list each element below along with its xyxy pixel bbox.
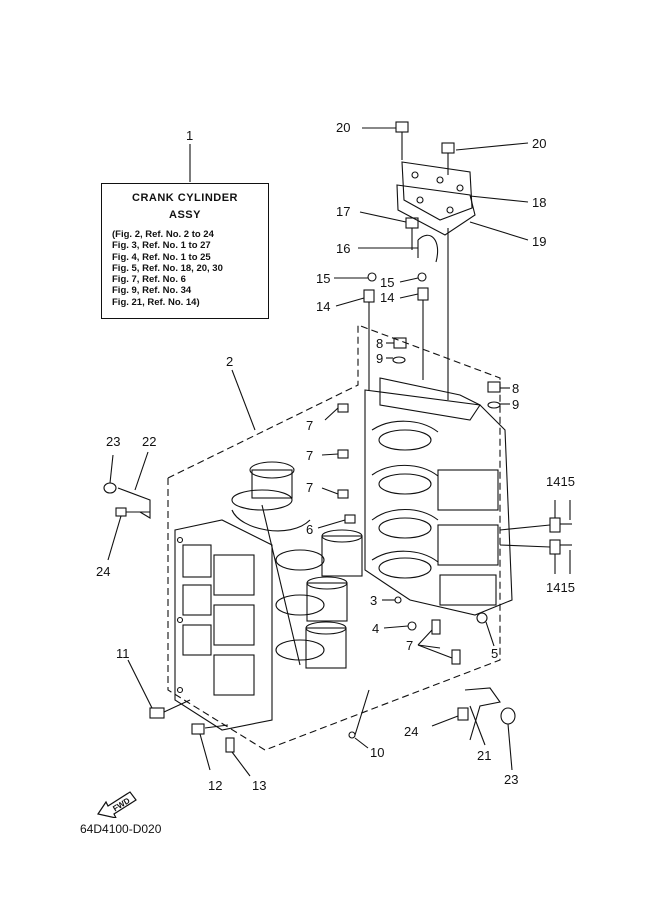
bolt-20-a xyxy=(395,121,409,160)
callout-7a: 7 xyxy=(306,418,313,433)
legend-ref: (Fig. 2, Ref. No. 2 to 24 xyxy=(112,229,214,240)
callout-7b: 7 xyxy=(306,448,313,463)
callout-5: 5 xyxy=(491,646,498,661)
legend-title-line2: ASSY xyxy=(169,209,201,221)
pistons xyxy=(305,529,363,669)
callout-7c: 7 xyxy=(306,480,313,495)
callout-4: 4 xyxy=(372,621,379,636)
callout-6: 6 xyxy=(306,522,313,537)
cylinder-block xyxy=(364,377,513,616)
callout-10: 10 xyxy=(370,745,384,760)
crankshaft xyxy=(231,461,325,666)
callout-24b: 24 xyxy=(404,724,418,739)
callout-12: 12 xyxy=(208,778,222,793)
callout-8b: 8 xyxy=(512,381,519,396)
callout-2: 2 xyxy=(226,354,233,369)
callout-23b: 23 xyxy=(504,772,518,787)
drawing-code: 64D4100-D020 xyxy=(80,822,162,836)
callout-3: 3 xyxy=(370,593,377,608)
callout-17: 17 xyxy=(336,204,350,219)
callout-13: 13 xyxy=(252,778,266,793)
callout-14a: 14 xyxy=(316,299,330,314)
callout-11: 11 xyxy=(116,646,130,661)
legend-ref: Fig. 7, Ref. No. 6 xyxy=(112,274,186,286)
callout-1415b: 1415 xyxy=(546,580,575,595)
callout-1: 1 xyxy=(186,128,193,143)
callout-20a: 20 xyxy=(336,120,350,135)
legend-ref: Fig. 3, Ref. No. 1 to 27 xyxy=(112,240,211,252)
callout-21: 21 xyxy=(477,748,491,763)
callout-22: 22 xyxy=(142,434,156,449)
legend-ref-list: (Fig. 2, Ref. No. 2 to 24 Fig. 3, Ref. N… xyxy=(112,229,268,308)
legend-ref: Fig. 21, Ref. No. 14) xyxy=(112,296,200,308)
legend-ref: Fig. 9, Ref. No. 34 xyxy=(112,285,192,297)
callout-14b: 14 xyxy=(380,290,394,305)
legend-ref: Fig. 5, Ref. No. 18, 20, 30 xyxy=(112,262,223,274)
assembly-outline xyxy=(167,324,501,751)
fwd-arrow-icon: FWD xyxy=(97,791,137,818)
callout-1415a: 1415 xyxy=(546,474,575,489)
callout-7d: 7 xyxy=(406,638,413,653)
callout-23a: 23 xyxy=(106,434,120,449)
bolt-20-b xyxy=(441,142,455,175)
callout-15a: 15 xyxy=(316,271,330,286)
callout-9b: 9 xyxy=(512,397,519,412)
legend-ref: Fig. 4, Ref. No. 1 to 25 xyxy=(112,251,211,263)
assembly-legend-box: CRANK CYLINDER ASSY (Fig. 2, Ref. No. 2 … xyxy=(101,183,269,319)
callout-8a: 8 xyxy=(376,336,383,351)
callout-16: 16 xyxy=(336,241,350,256)
callout-19: 19 xyxy=(532,234,546,249)
callout-18: 18 xyxy=(532,195,546,210)
legend-title-line1: CRANK CYLINDER xyxy=(132,192,238,204)
callout-9a: 9 xyxy=(376,351,383,366)
crankcase-cover xyxy=(174,519,273,731)
exhaust-cover xyxy=(396,161,476,236)
callout-24a: 24 xyxy=(96,564,110,579)
callout-20b: 20 xyxy=(532,136,546,151)
callout-15b: 15 xyxy=(380,275,394,290)
